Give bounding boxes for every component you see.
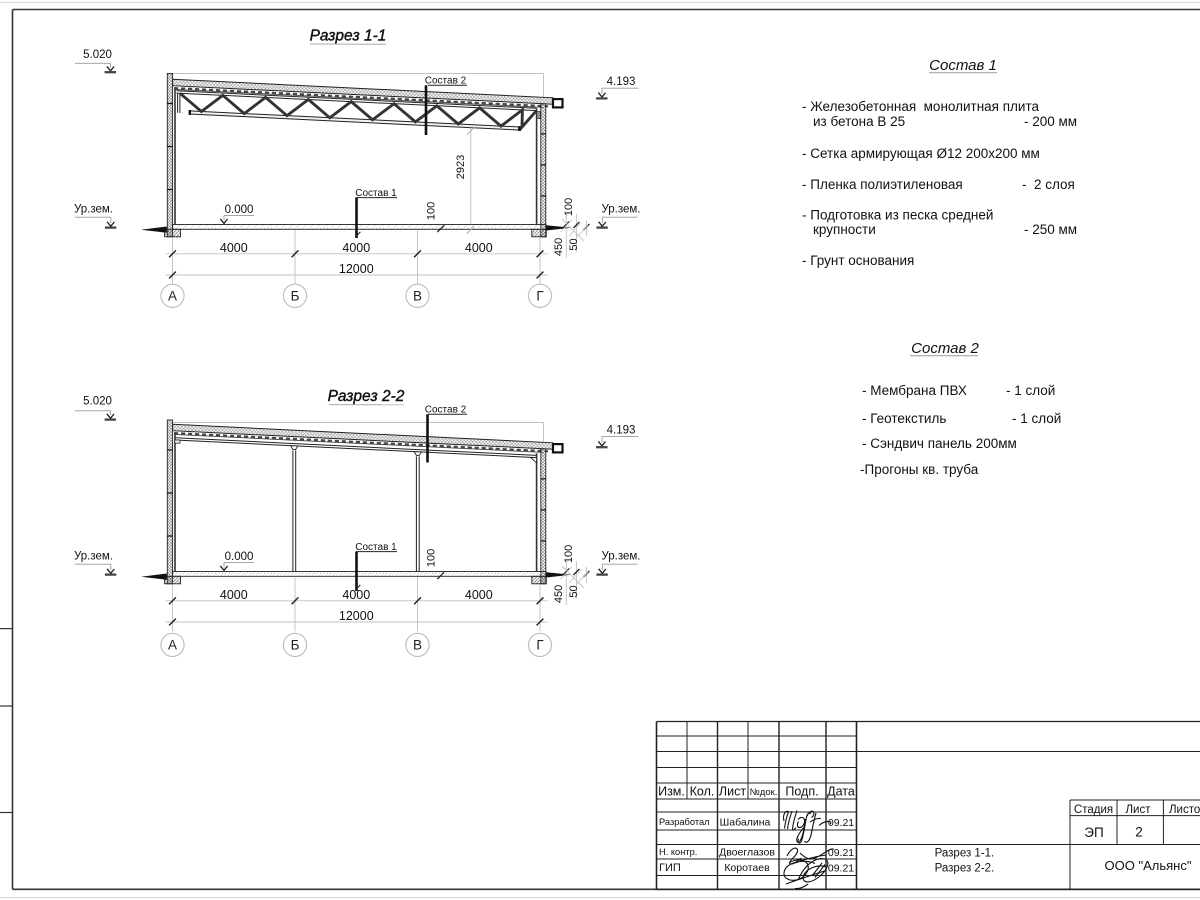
svg-text:12000: 12000	[339, 609, 374, 623]
svg-text:Разрез 2-2: Разрез 2-2	[328, 388, 405, 405]
svg-text:Разработал: Разработал	[659, 817, 710, 827]
svg-text:Кол.: Кол.	[690, 785, 715, 799]
svg-text:- Сэндвич панель 200мм: - Сэндвич панель 200мм	[862, 436, 1017, 451]
svg-text:ГИП: ГИП	[659, 862, 681, 874]
svg-text:крупности: крупности	[813, 222, 876, 237]
svg-text:100: 100	[426, 549, 438, 567]
svg-text:- Пленка полиэтиленовая: - Пленка полиэтиленовая	[802, 177, 963, 192]
svg-text:Б: Б	[291, 289, 300, 304]
svg-text:Состав 2: Состав 2	[911, 340, 979, 357]
svg-text:Ур.зем.: Ур.зем.	[74, 204, 113, 216]
svg-text:Двоеглазов: Двоеглазов	[719, 847, 775, 859]
svg-text:Ур.зем.: Ур.зем.	[601, 204, 640, 216]
svg-text:4.193: 4.193	[607, 425, 636, 437]
svg-text:Разрез 1-1: Разрез 1-1	[310, 28, 387, 45]
svg-text:Разрез 1-1.: Разрез 1-1.	[935, 848, 995, 860]
svg-text:Лист: Лист	[719, 785, 746, 799]
svg-text:ЭП: ЭП	[1084, 825, 1103, 840]
svg-text:4000: 4000	[465, 241, 493, 255]
svg-text:- Грунт основания: - Грунт основания	[802, 253, 914, 268]
svg-text:Состав 1: Состав 1	[355, 542, 397, 553]
svg-text:- 2 слоя: - 2 слоя	[1022, 177, 1075, 192]
svg-text:Стадия: Стадия	[1074, 804, 1113, 816]
svg-text:Ур.зем.: Ур.зем.	[601, 551, 640, 563]
svg-text:А: А	[168, 289, 177, 304]
svg-text:из бетона В 25: из бетона В 25	[813, 114, 905, 129]
svg-text:Состав 1: Состав 1	[355, 188, 397, 199]
svg-text:Разрез 2-2.: Разрез 2-2.	[935, 863, 995, 875]
svg-text:5.020: 5.020	[83, 396, 112, 408]
svg-text:Подп.: Подп.	[785, 785, 818, 799]
svg-text:Коротаев: Коротаев	[724, 862, 770, 874]
svg-text:4000: 4000	[342, 588, 370, 602]
svg-text:А: А	[168, 638, 177, 653]
svg-text:В: В	[413, 289, 422, 304]
svg-text:- Геотекстиль: - Геотекстиль	[862, 411, 946, 426]
svg-text:0.000: 0.000	[225, 551, 254, 563]
svg-text:Б: Б	[291, 638, 300, 653]
svg-text:Изм.: Изм.	[658, 785, 685, 799]
svg-text:4000: 4000	[220, 241, 248, 255]
svg-text:0.000: 0.000	[225, 204, 254, 216]
svg-text:- 1 слой: - 1 слой	[1006, 383, 1055, 398]
svg-text:Шабалина: Шабалина	[720, 817, 771, 829]
svg-text:Г: Г	[536, 638, 544, 653]
svg-text:4000: 4000	[220, 588, 248, 602]
svg-text:100: 100	[563, 198, 575, 216]
svg-text:№док.: №док.	[750, 787, 778, 798]
svg-text:Состав 2: Состав 2	[425, 405, 467, 416]
svg-text:4.193: 4.193	[607, 76, 636, 88]
svg-text:Н. контр.: Н. контр.	[659, 847, 697, 857]
svg-text:- Мембрана ПВХ: - Мембрана ПВХ	[862, 383, 967, 398]
svg-text:Ур.зем.: Ур.зем.	[74, 551, 113, 563]
svg-text:4000: 4000	[465, 588, 493, 602]
svg-text:450: 450	[553, 585, 565, 603]
svg-text:- Железобетонная монолитная п: - Железобетонная монолитная плита	[802, 99, 1039, 114]
svg-text:100: 100	[426, 202, 438, 220]
svg-text:5.020: 5.020	[83, 49, 112, 61]
svg-text:- Подготовка из песка средней: - Подготовка из песка средней	[802, 208, 993, 223]
svg-text:09.21: 09.21	[828, 817, 854, 829]
svg-text:09.21: 09.21	[828, 863, 854, 875]
svg-text:- Сетка армирующая Ø12 200х200: - Сетка армирующая Ø12 200х200 мм	[802, 146, 1040, 161]
svg-text:100: 100	[563, 545, 575, 563]
svg-text:50: 50	[568, 585, 580, 597]
svg-text:Г: Г	[536, 289, 544, 304]
svg-text:Дата: Дата	[827, 785, 855, 799]
svg-text:Листов: Листов	[1169, 804, 1200, 816]
svg-text:4000: 4000	[342, 241, 370, 255]
svg-text:09.21: 09.21	[828, 847, 854, 859]
svg-text:- 200 мм: - 200 мм	[1024, 114, 1077, 129]
svg-text:- 1 слой: - 1 слой	[1012, 411, 1061, 426]
svg-text:Состав 1: Состав 1	[929, 57, 997, 74]
svg-text:12000: 12000	[339, 262, 374, 276]
svg-text:Лист: Лист	[1126, 804, 1152, 816]
svg-text:- 250 мм: - 250 мм	[1024, 222, 1077, 237]
svg-text:2: 2	[1135, 825, 1143, 840]
svg-text:-Прогоны кв. труба: -Прогоны кв. труба	[860, 462, 979, 477]
svg-text:В: В	[413, 638, 422, 653]
svg-text:50: 50	[568, 238, 580, 250]
svg-text:450: 450	[553, 238, 565, 256]
svg-text:ООО "Альянс": ООО "Альянс"	[1105, 858, 1192, 873]
svg-text:Состав 2: Состав 2	[425, 75, 467, 86]
svg-text:2923: 2923	[455, 155, 467, 179]
